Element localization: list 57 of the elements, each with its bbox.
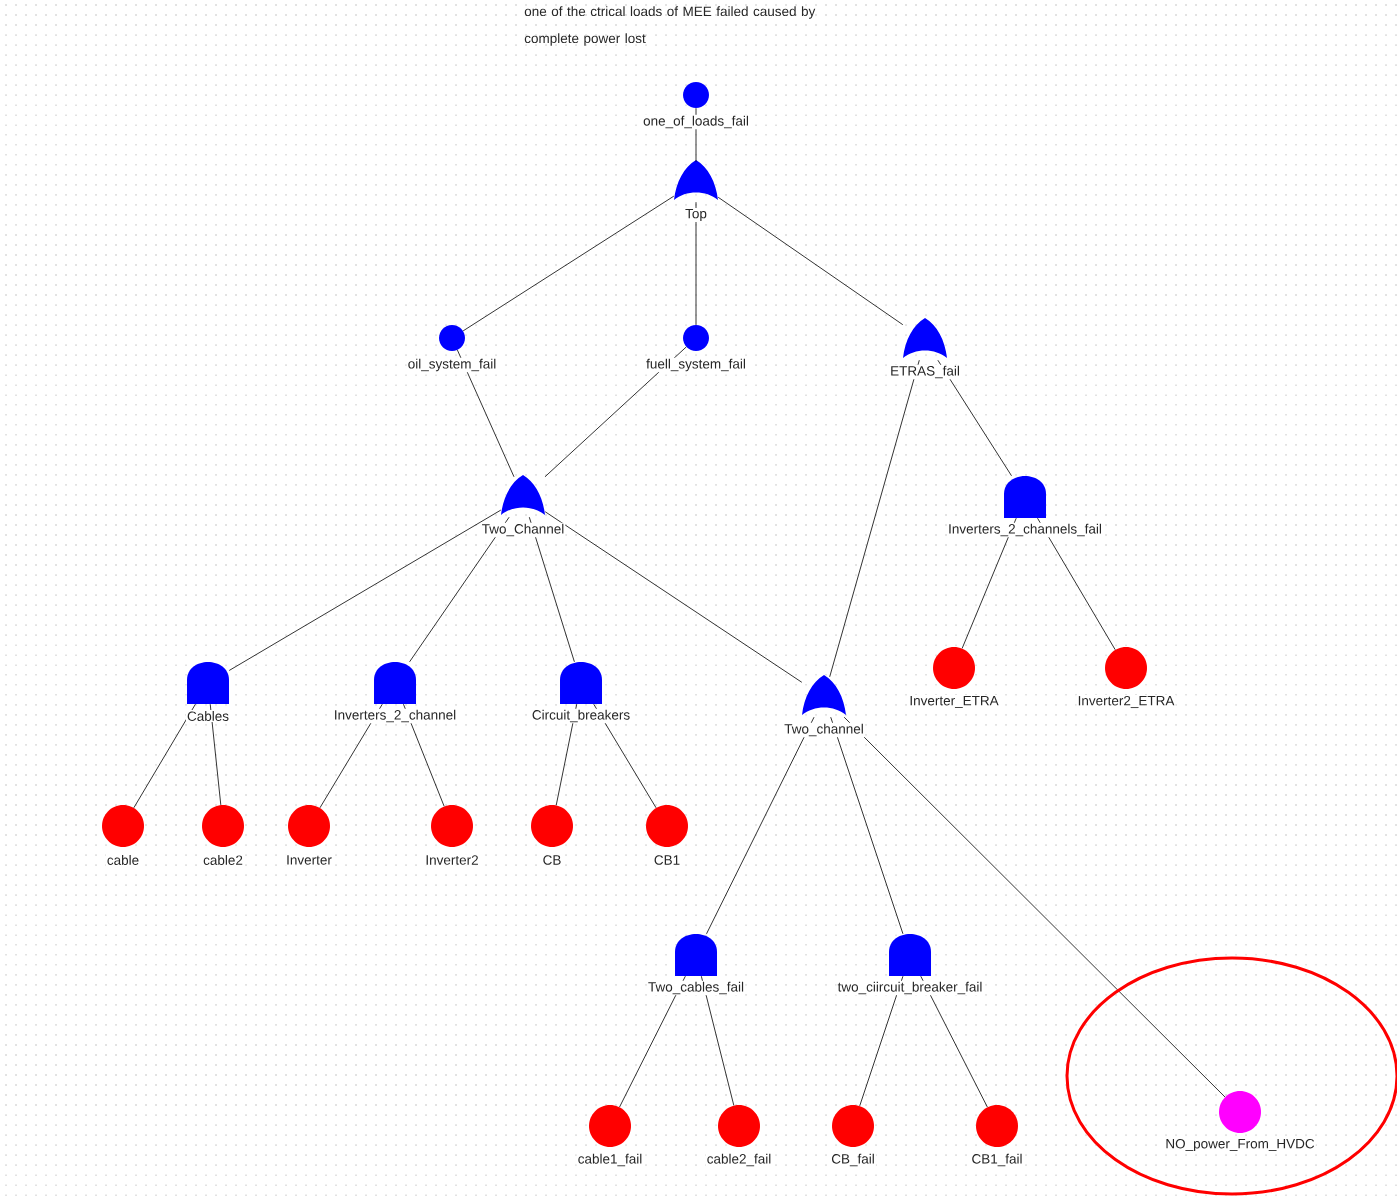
connector-line xyxy=(462,195,675,332)
node-label: Inverter_ETRA xyxy=(908,695,1000,709)
connector-line xyxy=(843,716,1226,1098)
node-label: CB1 xyxy=(652,854,682,866)
event-circle xyxy=(933,647,975,689)
event-circle xyxy=(976,1105,1018,1147)
node-label: CB xyxy=(541,854,563,866)
connector-line xyxy=(859,975,904,1107)
or-gate xyxy=(501,475,545,515)
event-circle xyxy=(531,805,573,847)
node-label: cable xyxy=(105,854,141,866)
connector-line xyxy=(961,517,1017,649)
node-label: cable2 xyxy=(202,854,244,866)
connector-line xyxy=(544,511,803,683)
connector-line xyxy=(937,359,1012,477)
connector-line xyxy=(830,716,904,935)
event-circle xyxy=(646,805,688,847)
connector-line xyxy=(695,201,697,326)
node-label: Inverter2 xyxy=(424,854,480,866)
event-circle xyxy=(431,805,473,847)
connector-line xyxy=(593,703,657,809)
connector-line xyxy=(319,703,383,809)
event-circle xyxy=(288,805,330,847)
event-circle xyxy=(202,805,244,847)
event-circle xyxy=(683,325,709,351)
connector-line xyxy=(619,975,686,1108)
connector-line xyxy=(1037,517,1116,651)
and-gate xyxy=(675,934,717,976)
or-gate xyxy=(674,160,718,200)
connector-line xyxy=(706,716,815,935)
and-gate xyxy=(187,662,229,704)
event-circle xyxy=(439,325,465,351)
event-circle xyxy=(589,1105,631,1147)
event-circle xyxy=(718,1105,760,1147)
or-gate xyxy=(903,318,947,358)
connector-line xyxy=(829,359,920,678)
node-label: Cables xyxy=(186,710,230,722)
connector-line xyxy=(228,509,502,671)
connector-line xyxy=(528,516,575,663)
connector-line xyxy=(717,196,904,326)
connector-line xyxy=(209,703,222,806)
connector-line xyxy=(457,349,515,478)
connector-line xyxy=(920,975,988,1108)
or-gate xyxy=(802,675,846,715)
event-circle xyxy=(683,82,709,108)
connector-line xyxy=(700,975,735,1106)
connector-line xyxy=(133,703,196,809)
node-label: Inverter xyxy=(285,854,333,866)
event-circle xyxy=(1219,1091,1261,1133)
title: one of the ctrical loads of MEE failed caused by complete power lost xyxy=(524,6,816,46)
event-circle xyxy=(1105,647,1147,689)
event-circle xyxy=(102,805,144,847)
connector-line xyxy=(544,346,687,478)
connector-line xyxy=(555,703,578,806)
connector-line xyxy=(409,516,510,663)
and-gate xyxy=(374,662,416,704)
event-circle xyxy=(832,1105,874,1147)
